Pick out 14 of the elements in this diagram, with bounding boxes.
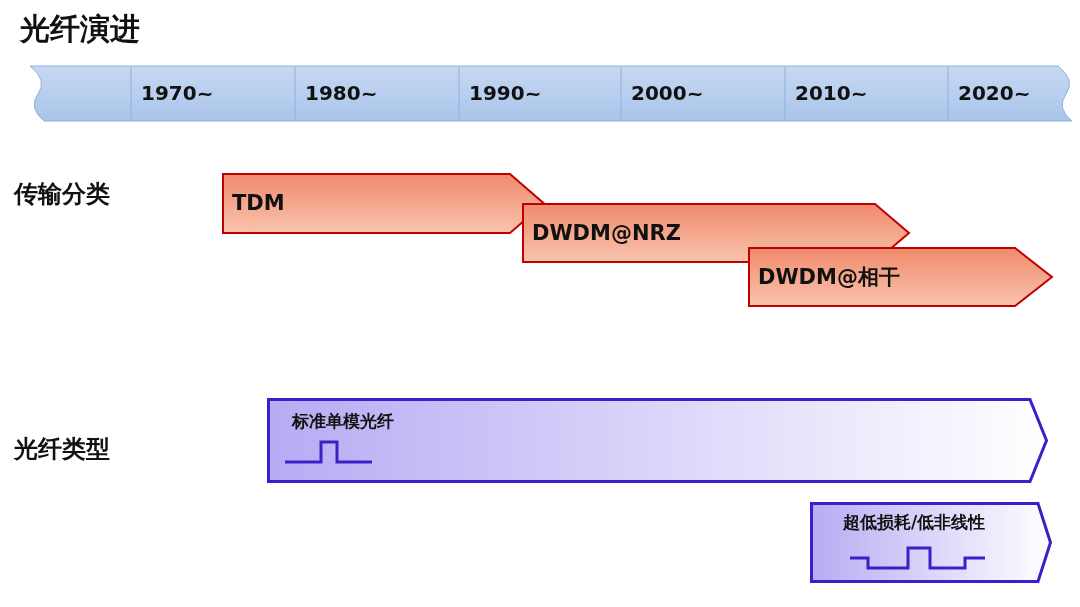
- row-heading: 光纤类型: [14, 436, 110, 463]
- year-label: 1990~: [469, 82, 542, 104]
- node-label: 标准单模光纤: [292, 412, 394, 431]
- node-label: DWDM@NRZ: [532, 222, 681, 246]
- title: 光纤演进: [20, 12, 140, 45]
- year-label: 2020~: [958, 82, 1031, 104]
- year-label: 1980~: [305, 82, 378, 104]
- node-label: TDM: [232, 192, 285, 216]
- year-label: 2000~: [631, 82, 704, 104]
- row-heading: 传输分类: [14, 181, 110, 208]
- year-label: 2010~: [795, 82, 868, 104]
- node-label: DWDM@相干: [758, 266, 900, 290]
- year-label: 1970~: [141, 82, 214, 104]
- node-label: 超低损耗/低非线性: [843, 513, 986, 532]
